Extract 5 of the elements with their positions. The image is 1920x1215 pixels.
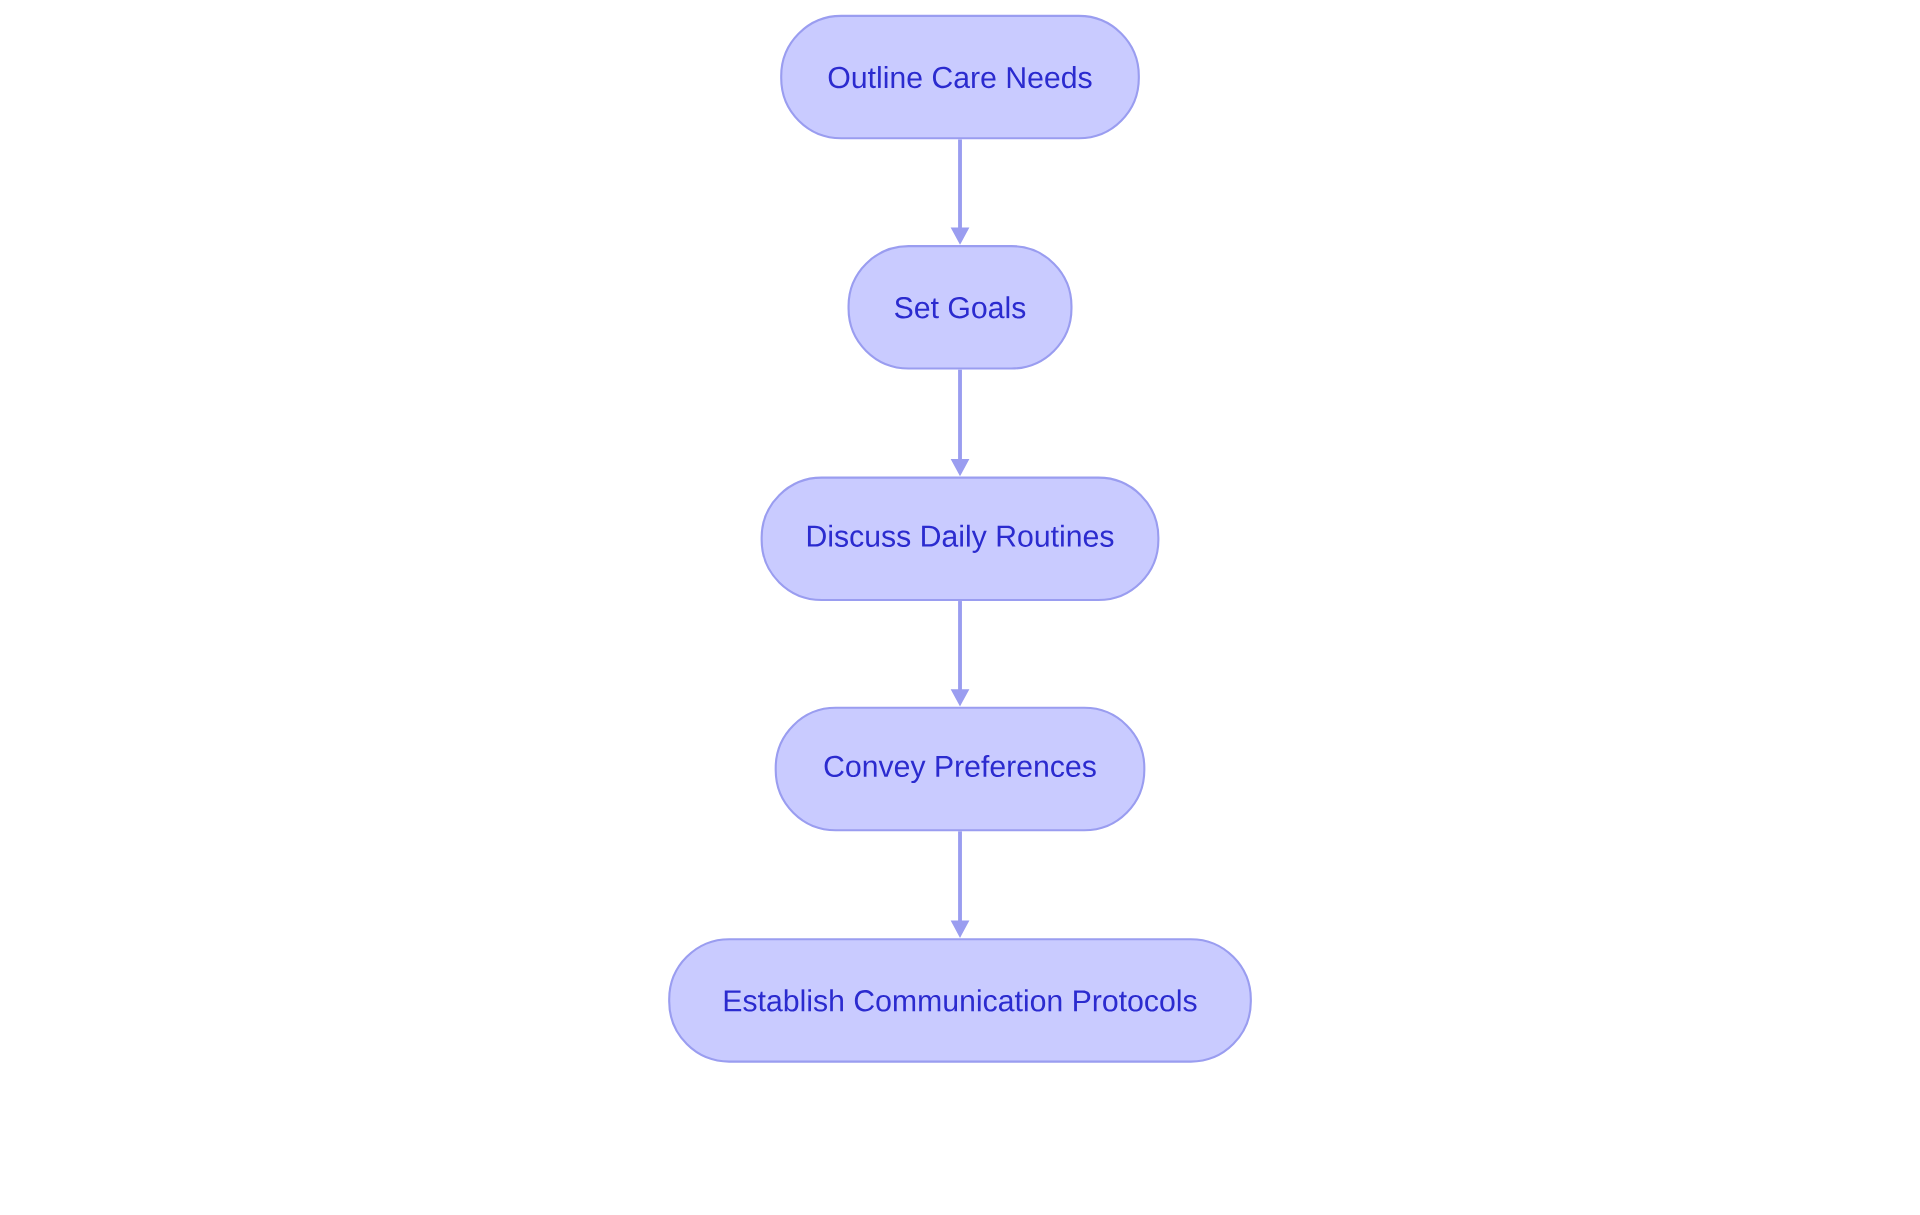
process-box: Set Goals	[847, 245, 1073, 370]
process-box: Discuss Daily Routines	[760, 476, 1160, 602]
process-box: Establish Communication Protocols	[668, 938, 1252, 1063]
process-box: Convey Preferences	[774, 706, 1146, 832]
process-box: Outline Care Needs	[780, 14, 1140, 140]
